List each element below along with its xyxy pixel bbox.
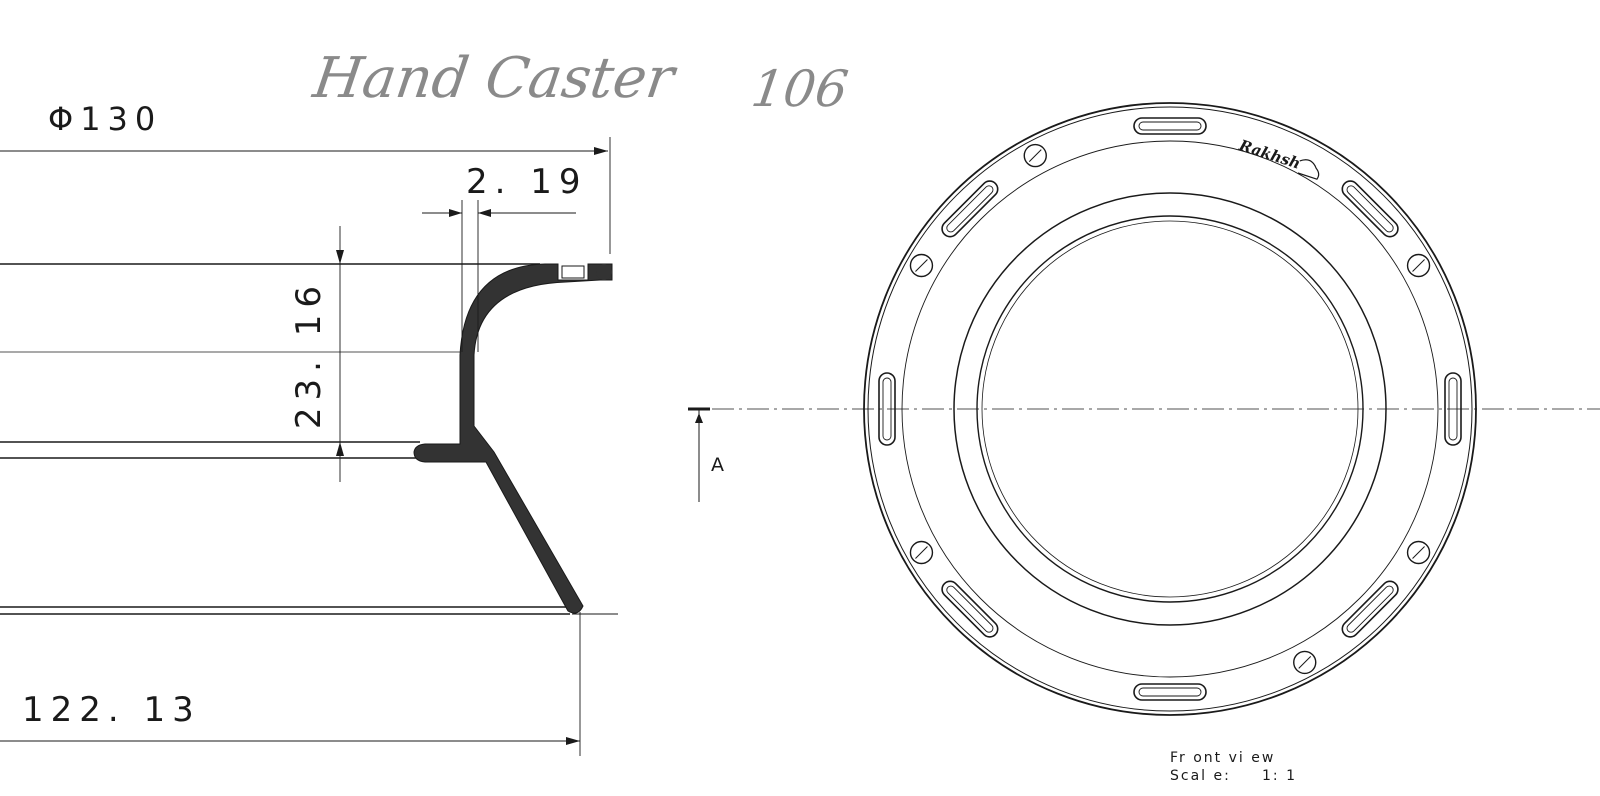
bore-inner [981, 220, 1359, 598]
vent-slot-outline [1346, 185, 1394, 233]
outer-rim-1 [863, 102, 1477, 716]
brand-logo: Rakhsh [1236, 136, 1320, 180]
vent-slot [1341, 180, 1399, 238]
arrow-height-top [336, 250, 344, 264]
dim-height: 23. 16 [289, 278, 330, 430]
vent-slot-outline [941, 580, 999, 638]
vent-slot-outline [1133, 117, 1207, 135]
mounting-hole-mark [1412, 546, 1425, 559]
vent-slot-outline [1444, 372, 1462, 446]
drawing-title: Hand Caster [309, 46, 678, 111]
section-marker-a [688, 407, 710, 502]
arrow-lip-left [449, 209, 462, 217]
flange-inner-edge [901, 140, 1439, 678]
mounting-hole [1293, 650, 1317, 675]
vent-slot [941, 180, 999, 238]
vent-slot-outline [941, 180, 999, 238]
section-view [0, 137, 618, 756]
lip-end [596, 264, 612, 280]
vent-slot-outline [878, 372, 896, 446]
mounting-hole-mark [1028, 149, 1042, 162]
vent-slot-outline [1133, 683, 1207, 701]
mounting-hole [909, 253, 934, 278]
svg-text:Rakhsh: Rakhsh [1236, 136, 1303, 173]
dim-diameter-bottom: 122. 13 [22, 690, 201, 730]
bore-outer [976, 215, 1364, 603]
vent-slot-outline [1346, 585, 1394, 633]
arrow-lip-right [478, 209, 491, 217]
vent-slot-outline [882, 377, 892, 441]
arrow-height-bottom [336, 442, 344, 456]
drawing-number: 106 [747, 60, 852, 118]
vent-slot-outline [1341, 180, 1399, 238]
dim-diameter-top: Φ130 [48, 100, 163, 138]
view-label: Fr ont vi ew [1170, 750, 1276, 766]
vent-slot-outline [1138, 687, 1202, 697]
vent-slot [1133, 683, 1207, 701]
outer-rim-2 [867, 106, 1473, 712]
mounting-hole [909, 540, 934, 565]
mounting-holes [909, 143, 1431, 675]
front-view [863, 102, 1477, 716]
vent-slot-outline [946, 585, 994, 633]
mounting-hole-mark [915, 259, 928, 272]
mounting-hole [1406, 540, 1431, 565]
dim-lip-thickness: 2. 19 [466, 162, 588, 202]
mounting-hole-mark [1412, 259, 1425, 272]
mounting-hole [1406, 253, 1431, 278]
body-outer [953, 192, 1387, 626]
vent-slot-outline [1341, 580, 1399, 638]
mounting-hole-mark [915, 546, 928, 559]
vent-slot-outline [1138, 121, 1202, 131]
part-profile [413, 263, 613, 614]
vent-slot [1444, 372, 1462, 446]
scale-label: Scal e: [1170, 768, 1231, 784]
mounting-hole [1023, 143, 1047, 168]
mounting-hole-mark [1298, 656, 1312, 669]
vent-slot [1133, 117, 1207, 135]
scale-value: 1: 1 [1262, 768, 1297, 784]
section-label: A [711, 454, 726, 476]
vent-slot-outline [1448, 377, 1458, 441]
vent-slot [878, 372, 896, 446]
lip-slot [561, 265, 585, 279]
arrow-diameter-bottom [566, 737, 580, 745]
arrow-diameter-top [594, 147, 608, 155]
vent-slot-outline [946, 185, 994, 233]
